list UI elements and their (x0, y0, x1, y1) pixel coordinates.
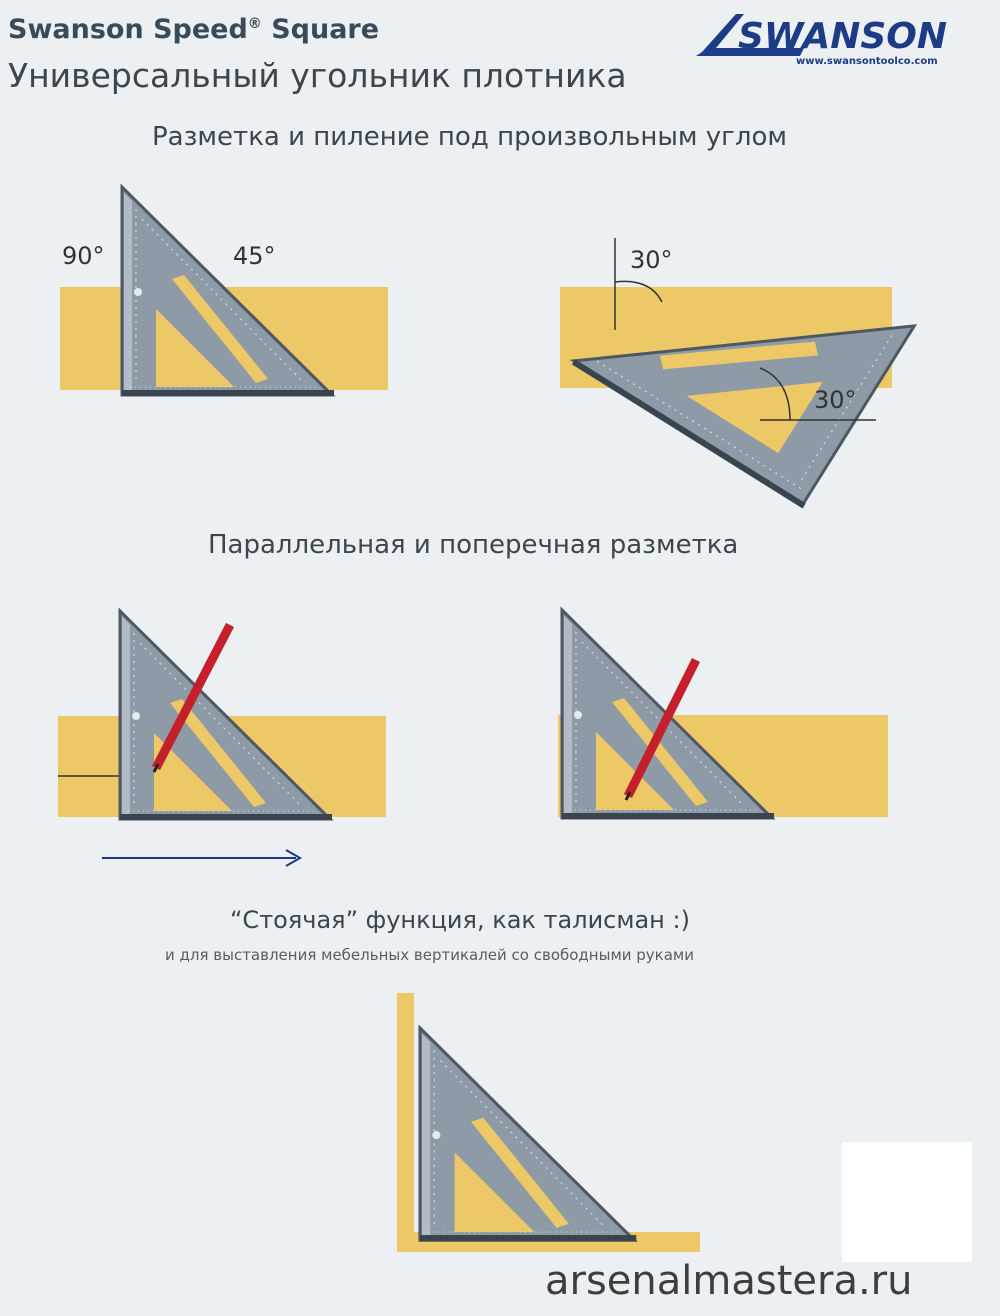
swanson-logo: SWANSON www.swansontoolco.com (696, 14, 947, 67)
angle-arc (614, 280, 663, 303)
angle-label-90: 90° (62, 242, 105, 270)
blank-patch (842, 1142, 972, 1262)
pencil (152, 622, 234, 773)
section-heading-parallel-marking: Параллельная и поперечная разметка (208, 530, 739, 560)
watermark: arsenalmastera.ru (545, 1258, 913, 1304)
arrow-right-icon (102, 849, 303, 867)
figure-parallel-marking (58, 609, 386, 867)
brand-title-name: Swanson Speed (8, 14, 248, 45)
logo-url: www.swansontoolco.com (796, 56, 938, 67)
pencil (623, 657, 701, 801)
angle-label-45: 45° (233, 242, 276, 270)
figure-90-45 (60, 185, 388, 398)
angle-arc (759, 367, 791, 421)
section-subheading-standing: и для выставления мебельных вертикалей с… (165, 946, 694, 964)
angle-label-30-top: 30° (630, 246, 673, 274)
brand-title-suffix: Square (261, 14, 380, 45)
speed-square-rotated (569, 324, 918, 509)
registered-mark: ® (247, 16, 262, 32)
angle-label-30-bottom: 30° (814, 386, 857, 414)
figure-cross-marking (558, 608, 888, 821)
page-title: Универсальный угольник плотника (8, 56, 627, 95)
section-heading-angle-cutting: Разметка и пиление под произвольным угло… (152, 122, 787, 152)
brand-title: Swanson Speed® Square (8, 14, 379, 45)
logo-swoosh (696, 14, 804, 56)
section-heading-standing: “Стоячая” функция, как талисман :) (230, 906, 690, 934)
speed-square-standing (418, 1026, 638, 1243)
logo-text: SWANSON (738, 16, 947, 57)
figure-standing (397, 993, 700, 1252)
figure-30-degrees (560, 238, 918, 509)
